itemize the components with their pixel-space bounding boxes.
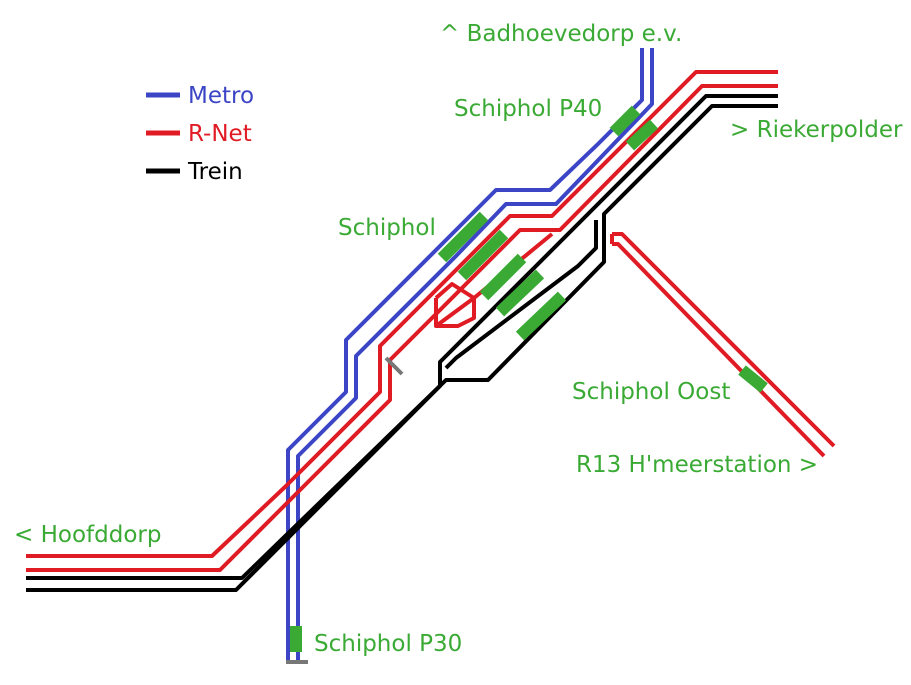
station-mark-schiphol-trein-1 (495, 269, 545, 317)
label-schiphol: Schiphol (338, 215, 436, 241)
trein-lines (26, 94, 778, 592)
legend: Metro R-Net Trein (146, 83, 254, 185)
metro-track-upper (286, 48, 644, 662)
rnet-lines (26, 70, 836, 572)
legend-rnet-label: R-Net (188, 121, 252, 147)
label-schiphol-p40: Schiphol P40 (454, 96, 602, 122)
label-r13: R13 H'meerstation > (576, 452, 818, 478)
station-mark-p40-rnet (625, 119, 659, 151)
trein-track-b (26, 104, 778, 580)
rnet-branch-oost-a (612, 232, 836, 448)
label-schiphol-p30: Schiphol P30 (314, 631, 462, 657)
trein-track-c (444, 220, 598, 370)
rnet-crossover-diag (434, 296, 476, 328)
trein-track-a (26, 94, 778, 592)
station-mark-schiphol-metro (437, 211, 489, 263)
station-mark-schiphol-rnet (457, 229, 509, 281)
buffers (286, 356, 404, 664)
label-schiphol-oost: Schiphol Oost (572, 379, 730, 405)
station-mark-oost (738, 365, 768, 393)
buffer-stop-west (384, 356, 404, 376)
metro-lines (286, 48, 654, 662)
rnet-branch-oost-b (612, 242, 826, 458)
station-mark-p40-metro (609, 105, 641, 137)
legend-metro-label: Metro (188, 83, 254, 109)
rnet-track-inner (26, 84, 778, 572)
label-hoofddorp: < Hoofddorp (14, 522, 161, 548)
label-riekerpolder: > Riekerpolder (730, 117, 903, 143)
label-badhoevedorp: ^ Badhoevedorp e.v. (440, 21, 682, 47)
station-marks (290, 105, 768, 652)
metro-track-lower (296, 48, 654, 662)
rnet-track-outer (26, 70, 778, 558)
station-mark-schiphol-rnet-2 (479, 253, 527, 301)
station-mark-schiphol-trein-2 (515, 291, 567, 341)
station-labels: ^ Badhoevedorp e.v. Schiphol P40 > Rieke… (14, 21, 903, 657)
legend-trein-label: Trein (187, 159, 243, 185)
